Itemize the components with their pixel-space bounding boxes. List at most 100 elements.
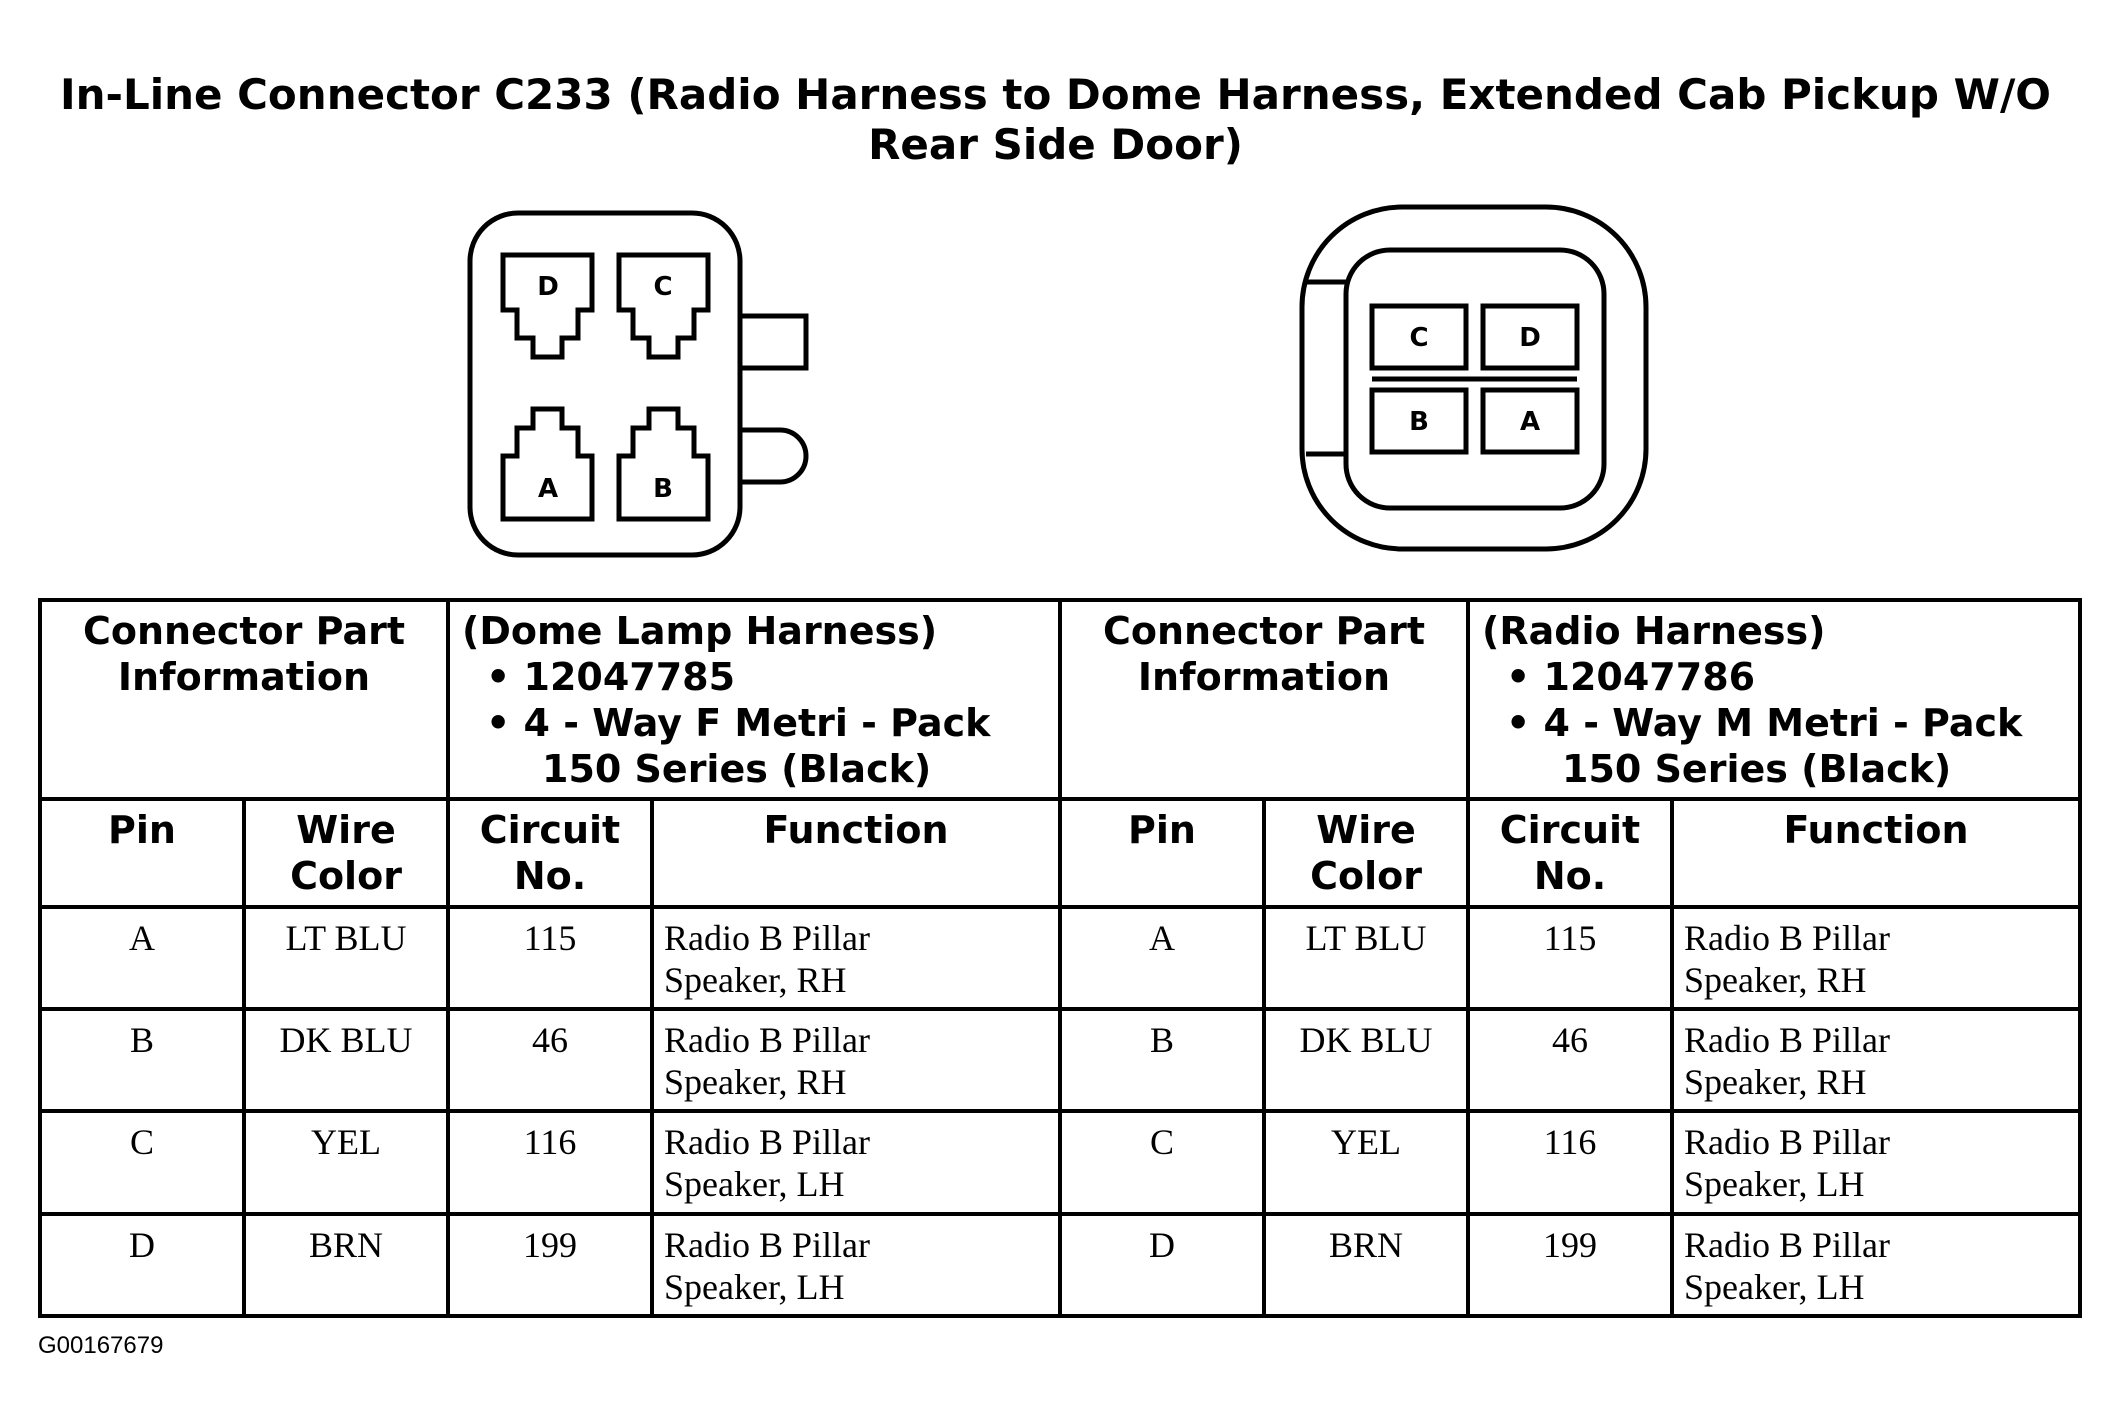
right-part-number-value: 12047786 [1543, 655, 1756, 699]
connector-diagram: D C A B C D B A [467, 204, 1649, 558]
left-connector-body [467, 210, 743, 558]
circuit-cell: 115 [446, 904, 654, 1012]
col-header-circuit-1: Circuit [479, 807, 621, 852]
pin-cavity-b [1369, 387, 1469, 455]
function-line1: Radio B Pillar [1684, 1122, 1891, 1163]
function-line1: Radio B Pillar [1684, 917, 1891, 958]
pin-cell: C [1058, 1109, 1267, 1216]
right-connector-latch-lines [1306, 279, 1346, 457]
left-part-number-value: 12047785 [523, 655, 736, 699]
pin-label-left-3: A [538, 474, 558, 504]
pin-cavity-a [500, 406, 595, 522]
function-line1: Radio B Pillar [1684, 1020, 1891, 1061]
function-line2: Speaker, LH [664, 1266, 845, 1307]
right-description-line1: 4 - Way M Metri - Pack [1543, 701, 2023, 745]
circuit-cell: 115 [1466, 904, 1675, 1012]
right-description-line2: 150 Series (Black) [1562, 747, 1952, 791]
pin-cell: D [1058, 1211, 1267, 1319]
left-info-header: Connector Part Information [38, 598, 450, 801]
circuit-cell: 116 [1466, 1109, 1675, 1216]
pin-cavity-c [616, 252, 711, 360]
diagram-title: In-Line Connector C233 (Radio Harness to… [59, 70, 2051, 169]
wire-color-cell: BRN [1262, 1211, 1471, 1319]
right-description: • 4 - Way M Metri - Pack [1506, 701, 2023, 745]
pin-cell: C [38, 1109, 246, 1216]
pin-label-left-2: C [653, 272, 672, 302]
left-description-line2: 150 Series (Black) [542, 747, 932, 791]
col-header-color: Color [290, 853, 402, 898]
col-header-circuit-1-r: Circuit [1499, 807, 1641, 852]
pin-label-right-4: A [1520, 407, 1540, 437]
pin-cavity-c [1369, 303, 1469, 371]
col-header-pin: Pin [38, 796, 246, 909]
col-header-color-r: Color [1310, 853, 1422, 898]
pin-cavity-d [1480, 303, 1580, 371]
function-line1: Radio B Pillar [664, 917, 870, 958]
wire-color-cell: YEL [1262, 1109, 1471, 1216]
wire-color-cell: BRN [242, 1211, 450, 1319]
pin-label-left-4: B [653, 474, 673, 504]
left-harness-name: (Dome Lamp Harness) [462, 609, 938, 653]
wire-color-cell: DK BLU [242, 1007, 450, 1114]
pin-label-right-3: B [1409, 407, 1429, 437]
pin-cell: A [1058, 904, 1267, 1012]
pin-cavity-b [616, 406, 711, 522]
circuit-cell: 199 [446, 1211, 654, 1319]
function-line2: Speaker, RH [664, 959, 847, 1000]
function-line1: Radio B Pillar [664, 1122, 870, 1163]
connector-info-row: Connector Part Information (Dome Lamp Ha… [38, 598, 2083, 801]
function-line1: Radio B Pillar [1684, 1224, 1891, 1265]
pin-cell: A [38, 904, 246, 1012]
function-line2: Speaker, LH [664, 1164, 845, 1205]
circuit-cell: 46 [446, 1007, 654, 1114]
right-connector-outer-shell [1299, 204, 1649, 552]
pinout-table: Connector Part Information (Dome Lamp Ha… [38, 598, 2083, 1319]
circuit-cell: 116 [446, 1109, 654, 1216]
col-header-wire-r: Wire [1316, 807, 1416, 852]
right-connector-male [1299, 204, 1649, 552]
pin-label-right-2: D [1519, 323, 1541, 353]
left-part-number: • 12047785 [486, 655, 736, 699]
circuit-cell: 46 [1466, 1007, 1675, 1114]
function-line2: Speaker, LH [1684, 1164, 1865, 1205]
pin-cell: B [1058, 1007, 1267, 1114]
left-description-line1: 4 - Way F Metri - Pack [523, 701, 991, 745]
function-line1: Radio B Pillar [664, 1224, 870, 1265]
col-header-pin-r: Pin [1058, 796, 1267, 909]
pin-cell: D [38, 1211, 246, 1319]
function-line2: Speaker, RH [1684, 1062, 1867, 1103]
pin-cavity-d [500, 252, 595, 360]
col-header-circuit-2-r: No. [1533, 853, 1607, 898]
col-header-wire: Wire [296, 807, 396, 852]
pin-label-left-1: D [537, 272, 559, 302]
right-info-header: Connector Part Information [1058, 598, 1471, 801]
right-connector-inner-shell [1343, 247, 1607, 511]
pin-label-right-1: C [1409, 323, 1428, 353]
wire-color-cell: DK BLU [1262, 1007, 1471, 1114]
col-header-function-r: Function [1670, 796, 2083, 909]
pin-cell: B [38, 1007, 246, 1114]
function-line2: Speaker, LH [1684, 1266, 1865, 1307]
left-description: • 4 - Way F Metri - Pack [486, 701, 991, 745]
figure-id: G00167679 [38, 1332, 164, 1359]
right-harness-name: (Radio Harness) [1482, 609, 1826, 653]
pin-cavity-a [1480, 387, 1580, 455]
left-connector-female [467, 210, 809, 558]
right-part-info: (Radio Harness) • 12047786 • 4 - Way M M… [1466, 598, 2083, 801]
